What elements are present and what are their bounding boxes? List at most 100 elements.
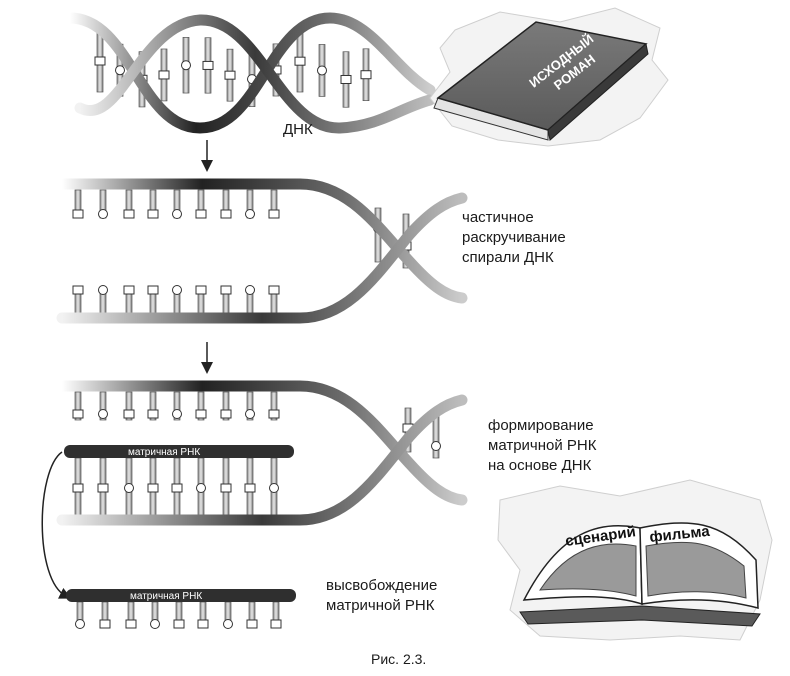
- nucleotide-base: [360, 70, 372, 80]
- nucleotide-base: [195, 285, 207, 295]
- nucleotide-base: [224, 70, 236, 80]
- step2-label-line3: спирали ДНК: [462, 249, 554, 266]
- nucleotide-base: [125, 619, 137, 629]
- released-mrna-bar: [66, 589, 296, 602]
- nucleotide-base: [223, 619, 233, 629]
- mrna-bar-label: матричная РНК: [128, 447, 200, 458]
- book-base: [519, 605, 761, 627]
- step4-label-line2: матричной РНК: [326, 597, 435, 614]
- nucleotide-base: [72, 285, 84, 295]
- right-page-inner: [645, 541, 747, 599]
- released-mrna: матричная РНК высвобождение матричной РН…: [66, 577, 437, 629]
- film-script-book: сценарий фильма: [497, 479, 773, 641]
- nucleotide-base: [158, 70, 170, 80]
- base-pair-rung: [125, 391, 133, 421]
- base-pair-rung: [246, 391, 254, 421]
- nucleotide-base: [220, 209, 232, 219]
- nucleotide-base: [123, 209, 135, 219]
- nucleotide-base: [431, 441, 441, 451]
- nucleotide-base: [269, 483, 279, 493]
- base-pair-rung: [272, 601, 280, 623]
- step3-label-line1: формирование: [488, 417, 594, 434]
- base-pair-rung: [270, 391, 278, 421]
- step4-label-line1: высвобождение: [326, 577, 437, 594]
- step3-label-line2: матричной РНК: [488, 437, 597, 454]
- step3-label-line3: на основе ДНК: [488, 457, 592, 474]
- nucleotide-base: [220, 409, 232, 419]
- nucleotide-base: [72, 483, 84, 493]
- nucleotide-base: [147, 285, 159, 295]
- dna-label: ДНК: [283, 121, 313, 138]
- nucleotide-base: [173, 619, 185, 629]
- nucleotide-base: [220, 483, 232, 493]
- nucleotide-base: [75, 619, 85, 629]
- released-mrna-bases: [75, 601, 282, 629]
- nucleotide-base: [150, 619, 160, 629]
- figure-caption: Рис. 2.3.: [371, 651, 426, 667]
- source-novel-book: ИСХОДНЫЙ РОМАН: [429, 7, 669, 147]
- partially-unwound-dna: частичное раскручивание спирали ДНК: [56, 178, 566, 324]
- nucleotide-base: [98, 409, 108, 419]
- nucleotide-base: [181, 60, 191, 71]
- nucleotide-base: [72, 409, 84, 419]
- nucleotide-base: [147, 483, 159, 493]
- left-page-inner: [539, 543, 637, 597]
- nucleotide-base: [72, 209, 84, 219]
- mrna-bar: [64, 445, 294, 458]
- lower-strand: [56, 192, 468, 324]
- base-pair-rung: [173, 391, 181, 421]
- nucleotide-base: [124, 483, 134, 493]
- nucleotide-base: [147, 209, 159, 219]
- nucleotide-base: [97, 483, 109, 493]
- base-pair-rung: [199, 601, 207, 623]
- nucleotide-base: [147, 409, 159, 419]
- nucleotide-base: [244, 483, 256, 493]
- nucleotide-base: [98, 209, 108, 219]
- released-mrna-label: матричная РНК: [130, 591, 202, 602]
- nucleotide-base: [172, 285, 182, 295]
- step2-label-line1: частичное: [462, 209, 534, 226]
- dna-double-helix: ДНК: [64, 12, 436, 138]
- script-book-right-word: фильма: [649, 523, 711, 546]
- lower-strand: [56, 394, 468, 526]
- nucleotide-base: [245, 209, 255, 219]
- base-pair-rung: [248, 601, 256, 623]
- nucleotide-base: [123, 409, 135, 419]
- nucleotide-base: [270, 619, 282, 629]
- base-pair-rung: [175, 601, 183, 623]
- mrna-base-pairs: [72, 391, 441, 517]
- nucleotide-base: [220, 285, 232, 295]
- base-pair-rung: [127, 601, 135, 623]
- base-pair-rung: [101, 601, 109, 623]
- nucleotide-base: [294, 56, 306, 66]
- nucleotide-base: [115, 65, 125, 76]
- nucleotide-base: [340, 74, 352, 84]
- base-pair-rung: [432, 413, 440, 459]
- base-pair-rung: [149, 391, 157, 421]
- nucleotide-base: [202, 60, 214, 70]
- book-spine: [547, 43, 649, 141]
- base-pair-rung: [222, 391, 230, 421]
- base-pair-rung: [74, 391, 82, 421]
- helix-strand-b: [74, 14, 436, 134]
- nucleotide-base: [196, 483, 206, 493]
- nucleotide-base: [123, 285, 135, 295]
- nucleotide-base: [172, 209, 182, 219]
- nucleotide-base: [171, 483, 183, 493]
- helix-base-pairs: [94, 29, 372, 108]
- nucleotide-base: [197, 619, 209, 629]
- nucleotide-base: [246, 619, 258, 629]
- nucleotide-base: [268, 409, 280, 419]
- base-pair-rung: [197, 391, 205, 421]
- nucleotide-base: [98, 285, 108, 295]
- step2-label-line2: раскручивание: [462, 229, 566, 246]
- nucleotide-base: [195, 409, 207, 419]
- nucleotide-base: [268, 209, 280, 219]
- nucleotide-base: [317, 65, 327, 76]
- base-pair-rung: [99, 391, 107, 421]
- nucleotide-base: [268, 285, 280, 295]
- release-arrow: [41, 451, 72, 599]
- nucleotide-base: [94, 56, 106, 66]
- nucleotide-base: [99, 619, 111, 629]
